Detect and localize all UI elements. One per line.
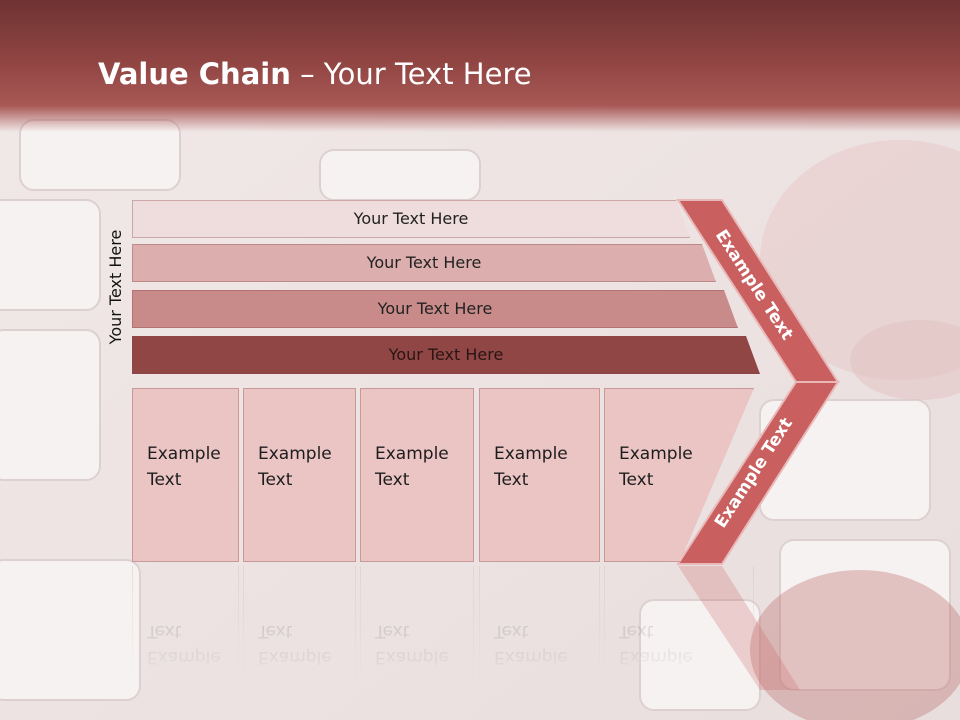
box-text-line2: Text <box>258 470 293 490</box>
box-text-line1: Example <box>494 444 568 464</box>
box-text-line2: Text <box>147 470 182 490</box>
box-reflection: Example Text <box>604 566 754 686</box>
box-reflection: Example Text <box>360 566 474 686</box>
support-row: Your Text Here <box>132 200 690 238</box>
reflection-line2: Text <box>494 621 529 641</box>
reflection-text: Example Text <box>147 618 221 670</box>
box-text-line1: Example <box>375 444 449 464</box>
reflection-text: Example Text <box>619 618 693 670</box>
reflection-line2: Text <box>619 621 654 641</box>
reflection-line2: Text <box>258 621 293 641</box>
reflection-text: Example Text <box>375 618 449 670</box>
box-text-line2: Text <box>619 470 654 490</box>
arrow-lower-band <box>676 381 840 565</box>
box-text-line1: Example <box>619 444 693 464</box>
reflection-text: Example Text <box>258 618 332 670</box>
reflection-line1: Example <box>258 647 332 667</box>
title-rest: – Your Text Here <box>290 57 532 91</box>
box-text-line2: Text <box>375 470 410 490</box>
reflection-line1: Example <box>147 647 221 667</box>
box-reflection: Example Text <box>479 566 600 686</box>
reflection-line2: Text <box>375 621 410 641</box>
box-text-line1: Example <box>258 444 332 464</box>
box-text-line1: Example <box>147 444 221 464</box>
support-row: Your Text Here <box>132 244 716 282</box>
arrow-reflection <box>678 566 800 690</box>
reflection-line1: Example <box>619 647 693 667</box>
reflection-line1: Example <box>494 647 568 667</box>
box-reflection: Example Text <box>243 566 356 686</box>
box-text-line2: Text <box>494 470 529 490</box>
support-row: Your Text Here <box>132 290 738 328</box>
support-row: Your Text Here <box>132 336 760 374</box>
reflection-text: Example Text <box>494 618 568 670</box>
slide-title: Value Chain – Your Text Here <box>98 52 532 96</box>
title-bold: Value Chain <box>98 57 291 91</box>
title-bar <box>0 0 960 132</box>
box-reflection: Example Text <box>132 566 239 686</box>
reflection-line1: Example <box>375 647 449 667</box>
reflection-line2: Text <box>147 621 182 641</box>
